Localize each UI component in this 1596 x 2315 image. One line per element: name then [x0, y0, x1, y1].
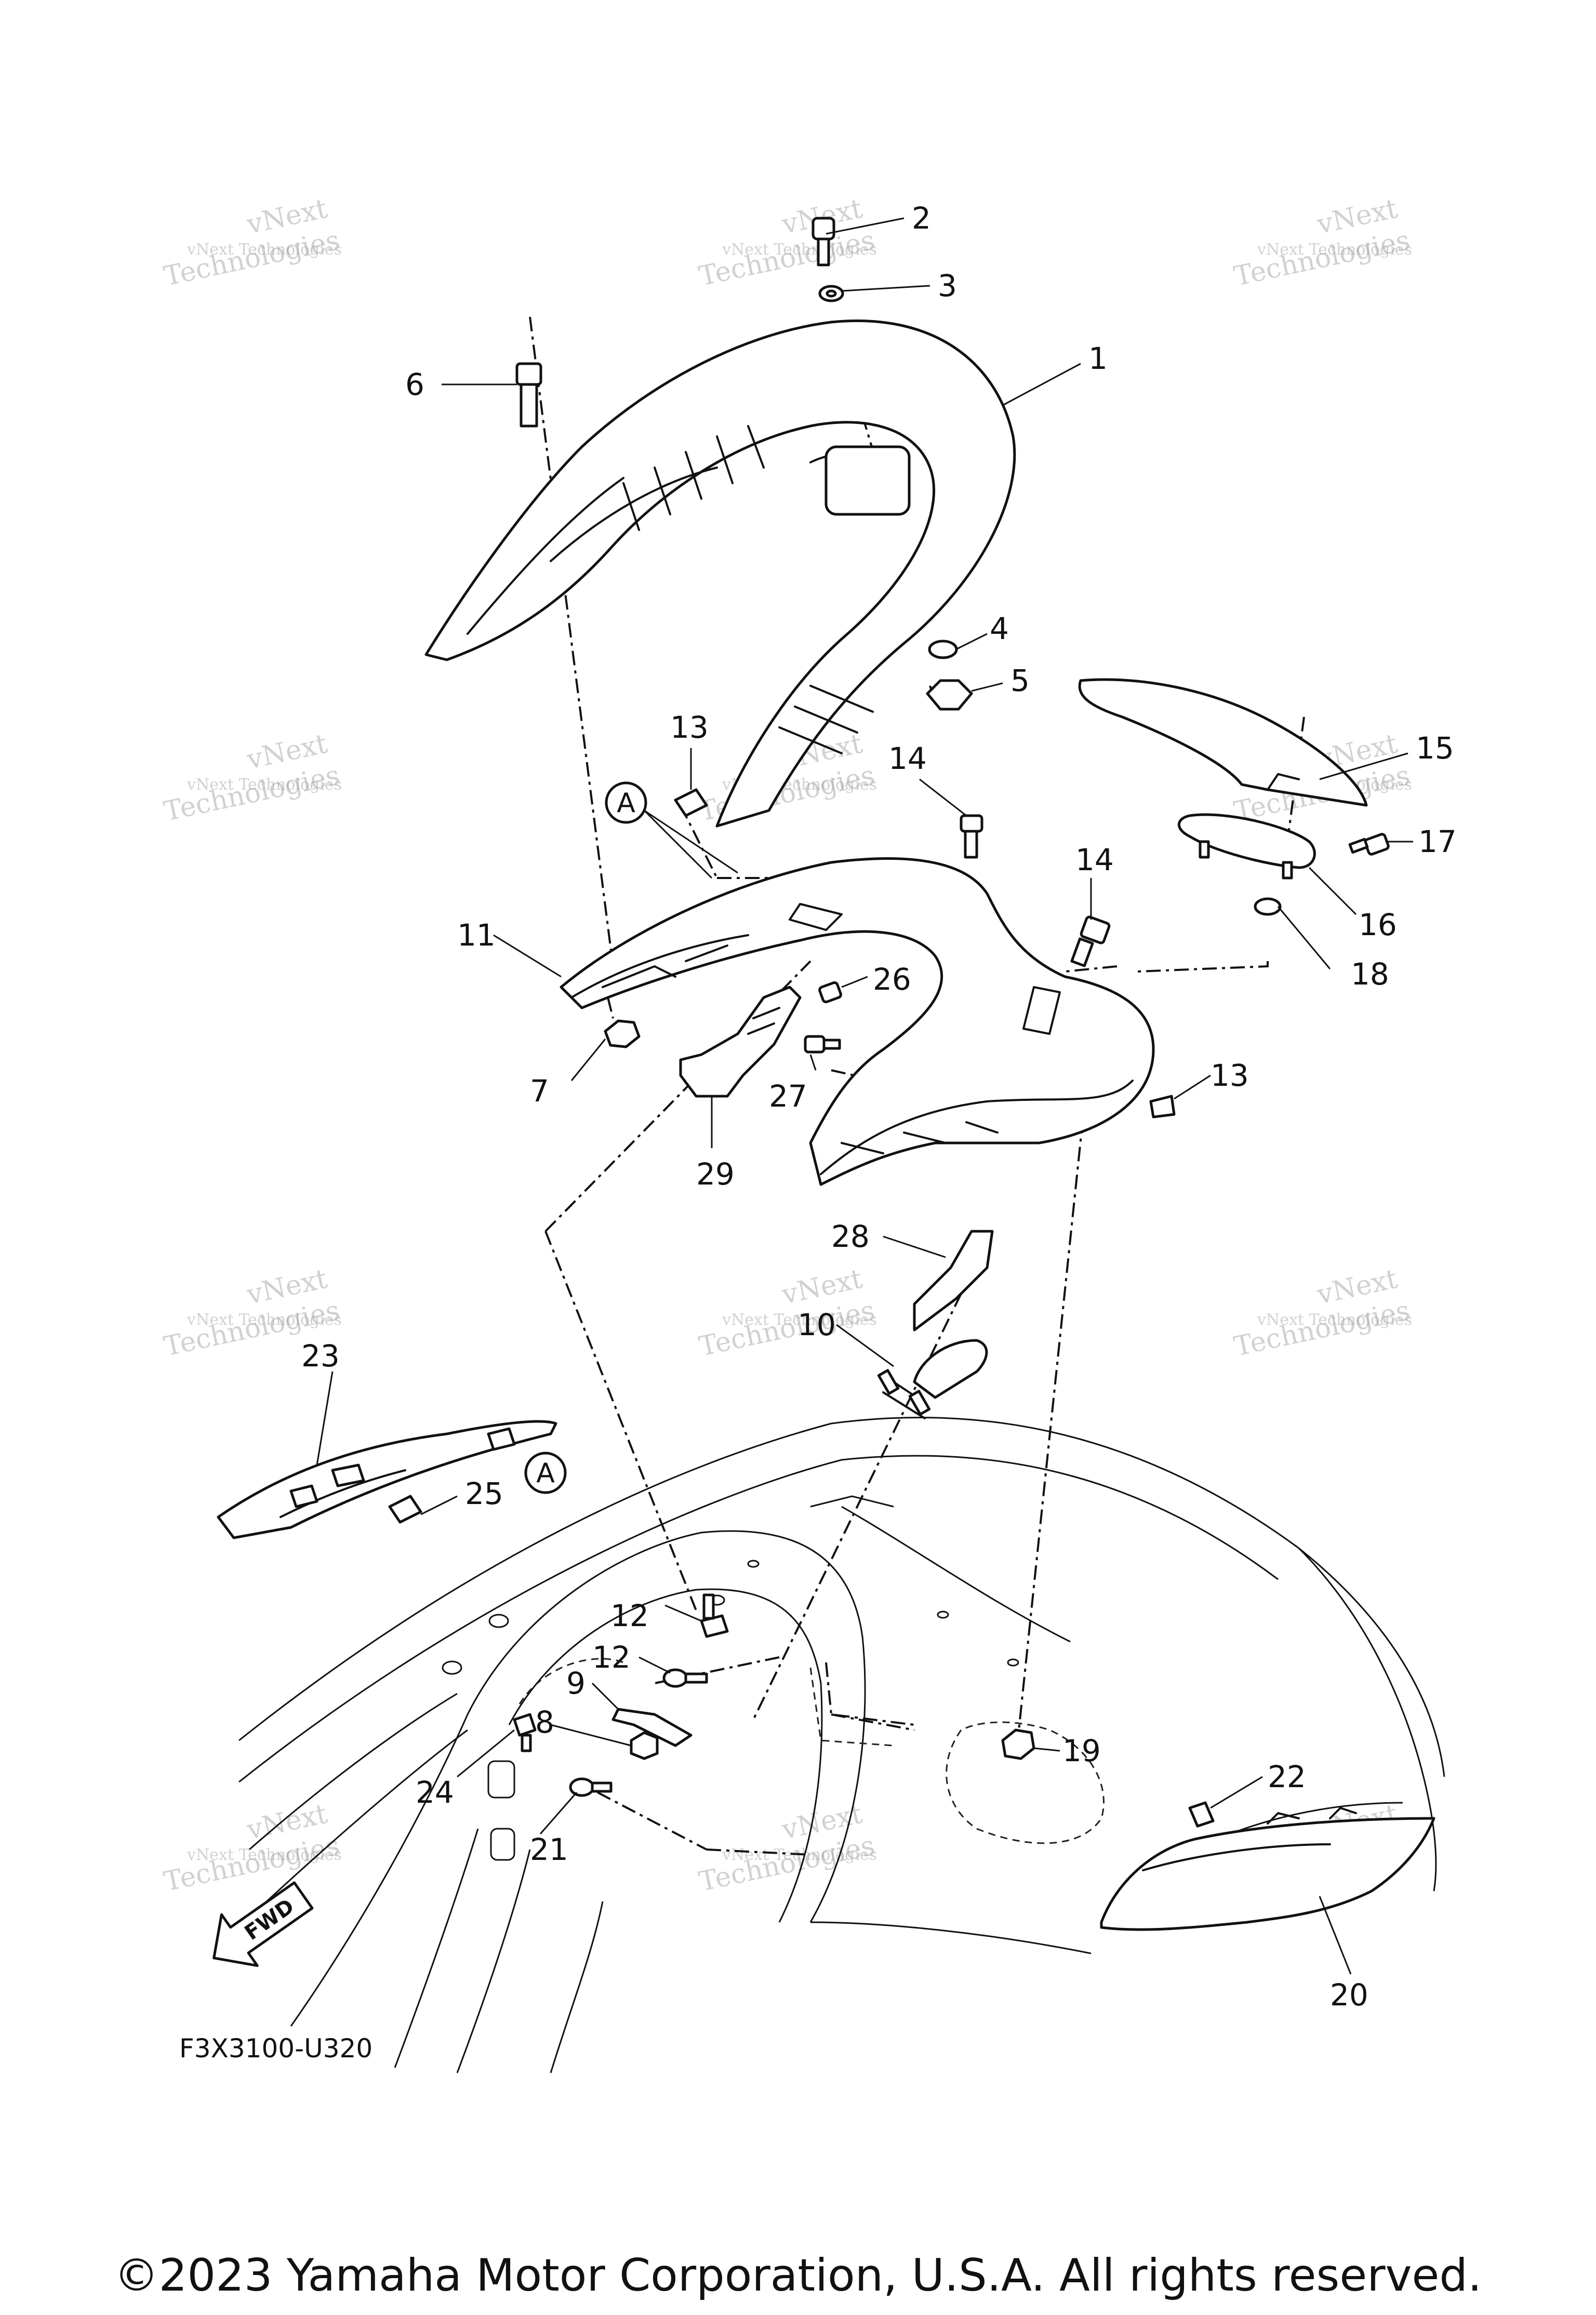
part-11-rear-cover — [560, 857, 1155, 1186]
part-26-bolt — [818, 981, 842, 1004]
callout-14-b: 14 — [1075, 842, 1114, 877]
watermark: vNext Technologies vNext Technologies — [161, 193, 342, 292]
part-25-clip — [388, 1495, 422, 1524]
part-29-bracket — [679, 986, 802, 1098]
part-14-bolt-b — [1070, 915, 1111, 967]
callout-18: 18 — [1351, 956, 1389, 992]
part-24-screw — [513, 1713, 537, 1752]
watermark-line: vNext Technologies — [722, 1311, 877, 1329]
reference-mark-label: A — [617, 788, 635, 819]
part-28-strap — [913, 1230, 994, 1332]
callout-25: 25 — [465, 1476, 503, 1511]
callout-12-b: 12 — [592, 1640, 631, 1675]
watermark-line: vNext Technologies — [1257, 241, 1412, 259]
part-12-screw-a — [700, 1593, 729, 1638]
part-18-washer — [1254, 897, 1282, 916]
part-22-clip — [1188, 1801, 1215, 1828]
callout-leaders — [316, 217, 1413, 1975]
part-1-grab-handle — [424, 319, 1016, 828]
copyright-notice: ©2023 Yamaha Motor Corporation, U.S.A. A… — [114, 2250, 1482, 2301]
callout-13-upper: 13 — [670, 710, 709, 745]
callout-28: 28 — [831, 1219, 870, 1254]
part-9-plate — [611, 1708, 693, 1747]
part-13-clip-upper — [674, 788, 708, 817]
part-19-nut — [1001, 1728, 1035, 1760]
watermark-line: vNext Technologies — [722, 241, 877, 259]
part-6-bolt — [515, 362, 542, 428]
watermark: vNext Technologies vNext Technologies — [696, 1263, 877, 1363]
callout-4: 4 — [990, 611, 1009, 646]
part-13-clip-lower — [1149, 1095, 1176, 1119]
watermark: vNext Technologies vNext Technologies — [1231, 193, 1413, 292]
callout-2: 2 — [912, 201, 931, 236]
reference-mark-a-lower: A — [524, 1452, 567, 1494]
reference-mark-a-upper: A — [605, 781, 738, 879]
callout-3: 3 — [938, 268, 957, 303]
watermark: vNext Technologies vNext Technologies — [696, 1799, 877, 1898]
part-8-nut — [630, 1731, 659, 1760]
callout-26: 26 — [873, 962, 911, 997]
callout-19: 19 — [1062, 1733, 1101, 1768]
watermark-line: vNext Technologies — [187, 776, 342, 794]
callout-15: 15 — [1416, 730, 1454, 766]
part-20-side-cover — [1100, 1807, 1435, 1931]
part-17-screw — [1348, 833, 1390, 856]
part-16-grip — [1177, 813, 1316, 880]
callout-21: 21 — [530, 1832, 568, 1867]
callout-22: 22 — [1268, 1759, 1306, 1794]
callout-13-lower: 13 — [1211, 1058, 1249, 1093]
part-5-nut — [926, 679, 973, 711]
callout-11: 11 — [457, 917, 496, 953]
callout-9: 9 — [566, 1666, 586, 1701]
watermark: vNext Technologies vNext Technologies — [161, 728, 342, 828]
callout-29: 29 — [696, 1156, 735, 1192]
callout-labels: 2 3 1 6 4 5 13 14 15 14 17 16 11 18 26 7… — [301, 201, 1457, 2013]
part-21-screw — [569, 1777, 613, 1797]
part-10-tow-hook — [877, 1339, 988, 1419]
part-7-nut — [604, 1019, 641, 1048]
callout-17: 17 — [1418, 824, 1457, 859]
diagram-code: F3X3100-U320 — [179, 2033, 373, 2064]
watermark-line: vNext Technologies — [187, 1846, 342, 1864]
callout-8: 8 — [535, 1705, 554, 1740]
watermark-line: vNext Technologies — [187, 1311, 342, 1329]
reference-mark-label: A — [536, 1458, 555, 1489]
callout-16: 16 — [1359, 907, 1397, 942]
callout-27: 27 — [769, 1079, 807, 1114]
callout-20: 20 — [1330, 1977, 1368, 2013]
part-15-cover — [1078, 678, 1368, 807]
callout-6: 6 — [405, 367, 424, 402]
watermarks: vNext Technologies vNext Technologies vN… — [161, 193, 1413, 1898]
part-4-washer — [928, 640, 958, 659]
callout-7: 7 — [530, 1073, 549, 1109]
callout-5: 5 — [1010, 663, 1030, 698]
watermark: vNext Technologies vNext Technologies — [696, 193, 877, 292]
watermark: vNext Technologies vNext Technologies — [1231, 1263, 1413, 1363]
part-14-bolt-a — [960, 814, 983, 859]
callout-14-a: 14 — [888, 741, 927, 776]
watermark-line: vNext Technologies — [1257, 1311, 1412, 1329]
watermark-line: vNext Technologies — [187, 241, 342, 259]
callout-23: 23 — [301, 1338, 340, 1374]
callout-1: 1 — [1088, 341, 1108, 376]
part-23-side-rail — [217, 1420, 557, 1539]
part-27-bolt — [804, 1035, 841, 1054]
hull-deck-outline — [238, 1416, 1445, 2073]
callout-12-a: 12 — [610, 1598, 649, 1633]
part-3-washer — [818, 285, 844, 302]
callout-24: 24 — [416, 1775, 454, 1810]
part-12-screw-b — [662, 1668, 708, 1688]
callout-10: 10 — [797, 1307, 836, 1342]
